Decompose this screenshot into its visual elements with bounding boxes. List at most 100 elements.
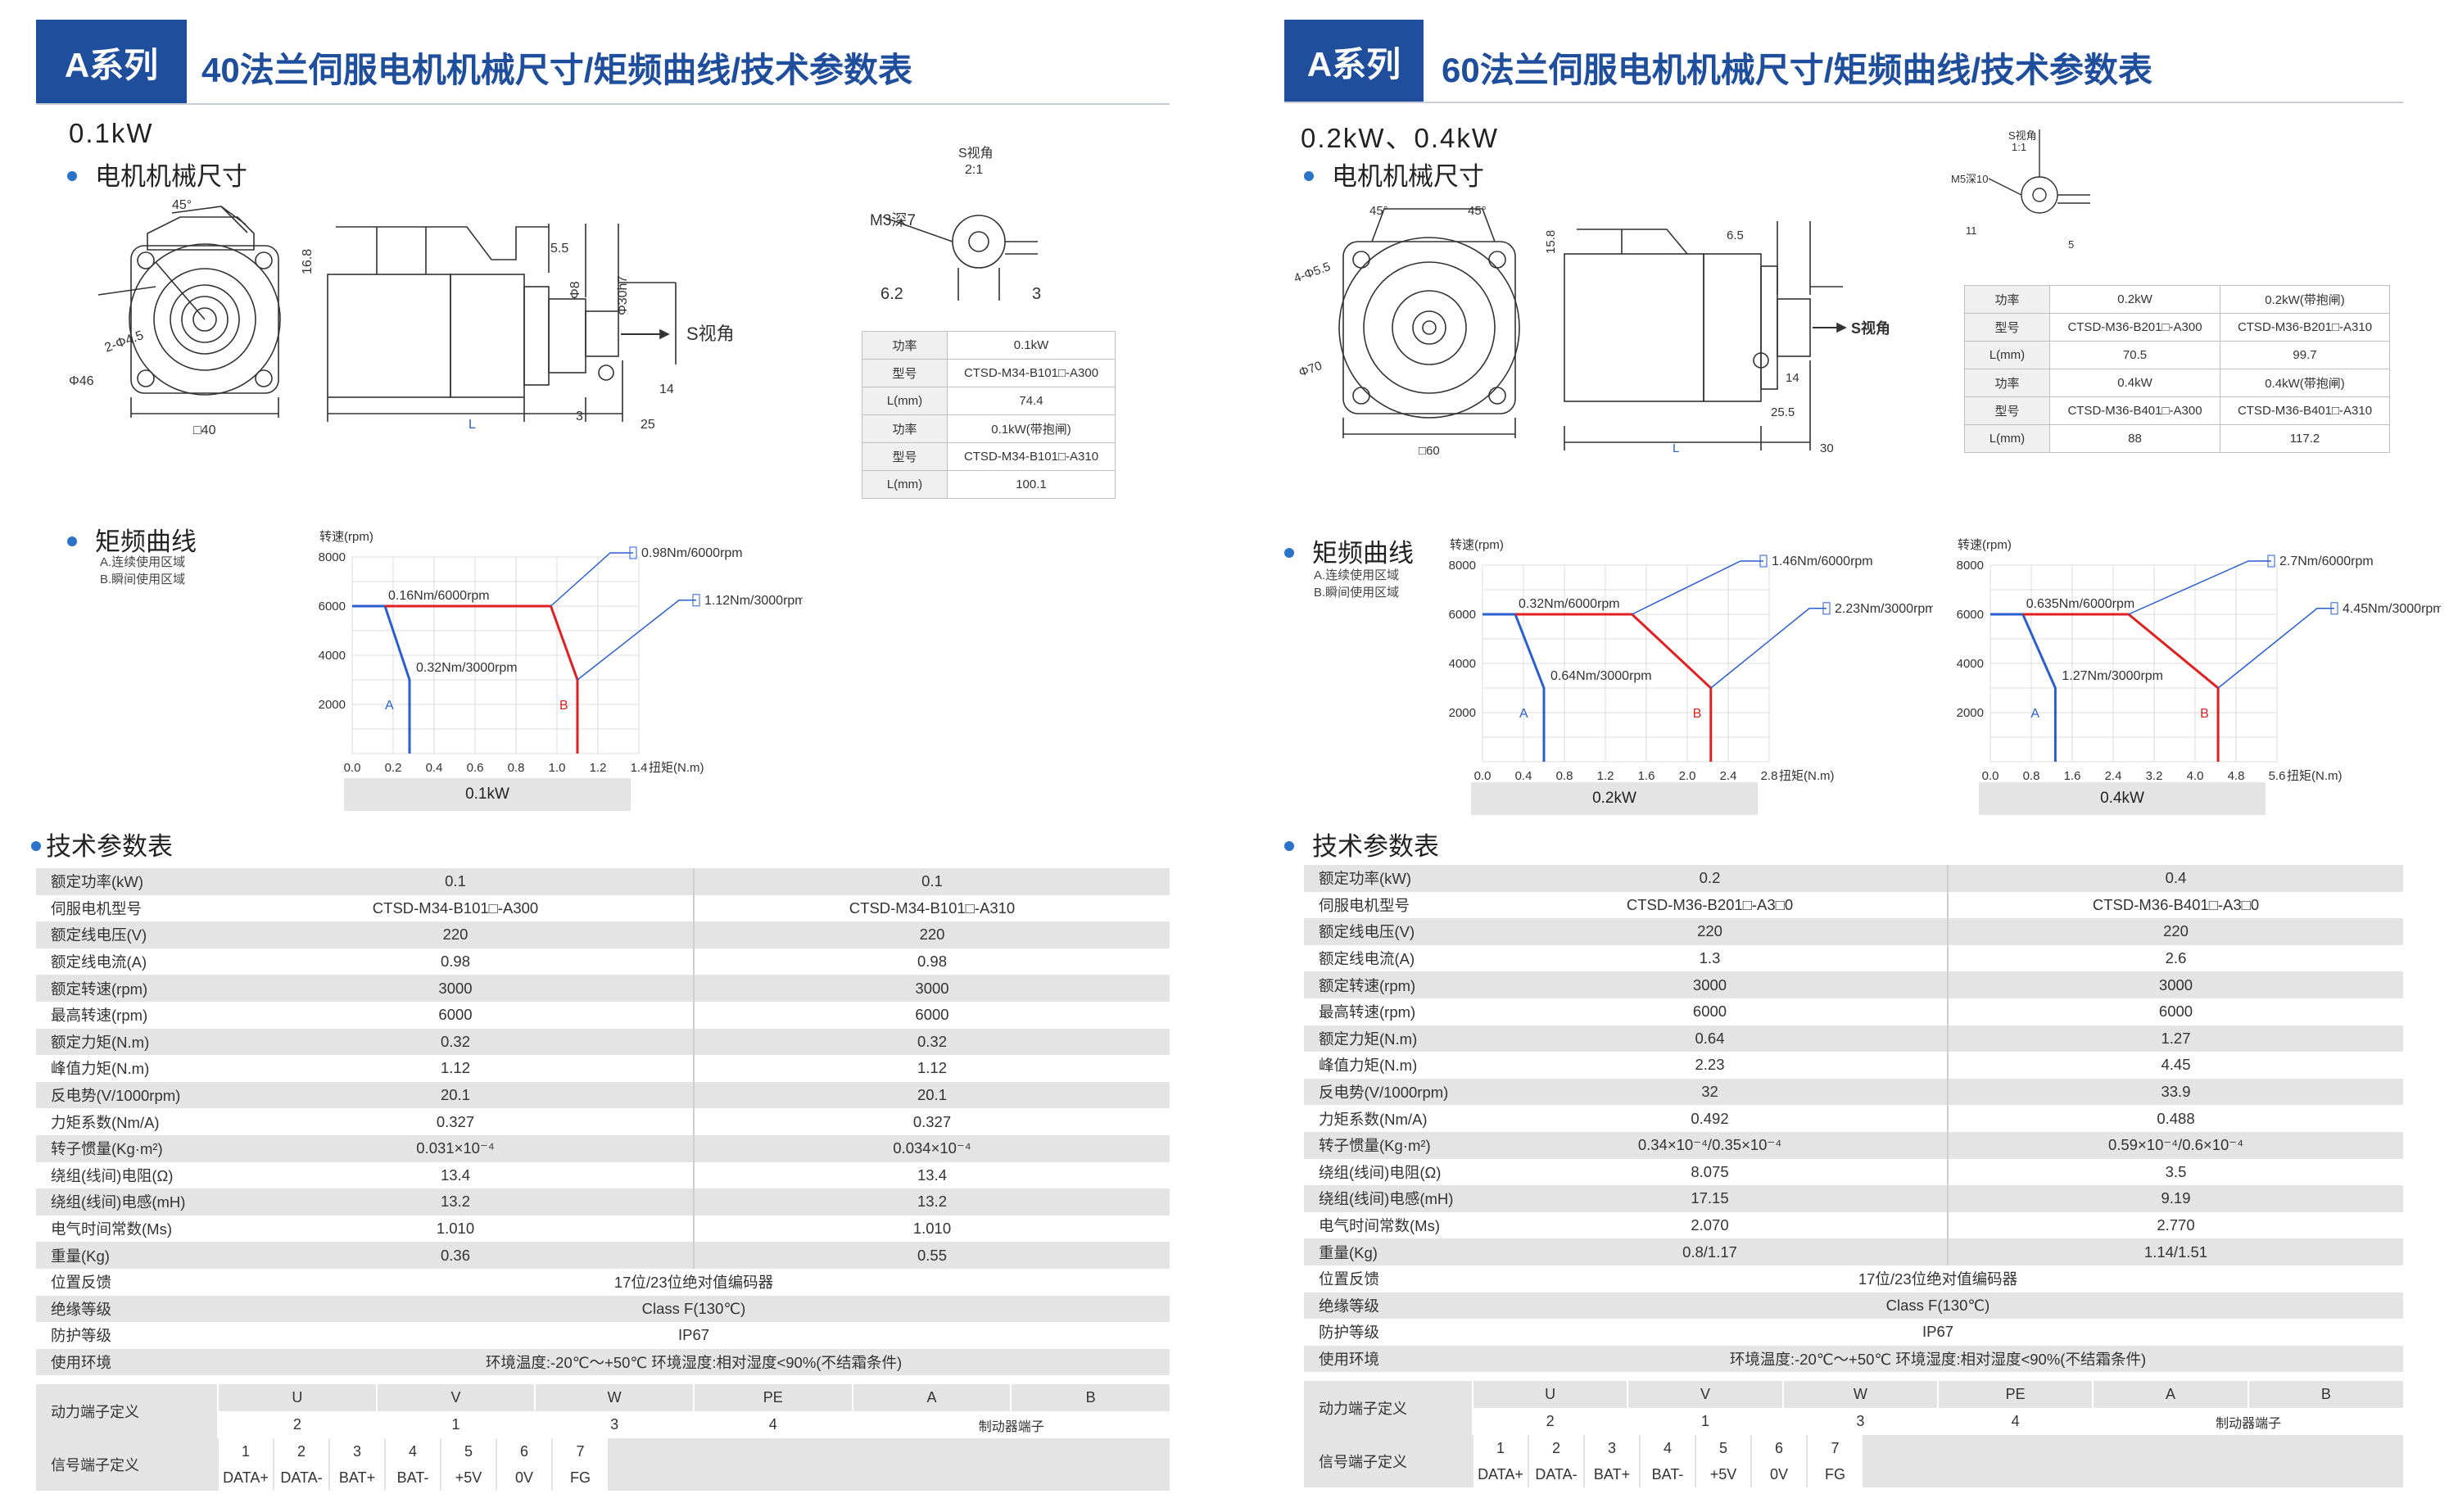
spec-label: 峰值力矩(N.m)	[36, 1055, 218, 1082]
series-label-B: B	[1693, 707, 1702, 721]
drawing-square-label: □60	[1419, 444, 1440, 458]
annotation-label: 1.12Nm/3000rpm	[704, 594, 803, 608]
terminal-pin: 1	[375, 1411, 536, 1438]
spec-value-2: 4.45	[1948, 1052, 2403, 1079]
x-tick-label: 1.2	[590, 761, 607, 775]
signal-pin: 3	[328, 1438, 385, 1464]
spec-value-2: 13.4	[694, 1161, 1170, 1189]
model-table-value: 0.1kW(带抱闸)	[947, 414, 1116, 443]
x-tick-label: 0.4	[426, 761, 443, 775]
terminal-pin: 1	[1627, 1408, 1783, 1435]
x-axis-label: 扭矩(N.m)	[1779, 769, 1835, 783]
spec-value-merged: 17位/23位绝对值编码器	[218, 1268, 1170, 1296]
model-table-value: 0.2kW(带抱闸)	[2220, 285, 2390, 314]
series-line-B	[2022, 613, 2220, 762]
signal-name: BAT-	[384, 1464, 441, 1491]
model-table-key: 型号	[862, 359, 948, 387]
x-tick-label: 1.6	[1638, 769, 1655, 783]
spec-label: 防护等级	[1304, 1319, 1473, 1346]
y-tick-label: 4000	[1449, 657, 1476, 671]
spec-value-2: 1.12	[694, 1055, 1170, 1082]
terminal-name: W	[534, 1384, 694, 1411]
spec-value-2: 1.27	[1948, 1025, 2403, 1053]
spec-label: 反电势(V/1000rpm)	[1304, 1078, 1473, 1106]
spec-value-2: 13.2	[694, 1188, 1170, 1215]
callout-marker	[2330, 602, 2338, 615]
model-table-key: 功率	[1964, 369, 2050, 397]
annotation-label: 1.27Nm/3000rpm	[2062, 669, 2163, 683]
x-tick-label: 0.0	[1982, 769, 1999, 783]
series-line-A	[1990, 613, 2057, 762]
spec-value-1: 0.1	[218, 868, 695, 895]
header-rule-right	[1284, 102, 2403, 103]
callout-line	[577, 600, 696, 681]
signal-terminal-label: 信号端子定义	[1304, 1435, 1473, 1487]
x-tick-label: 4.0	[2187, 769, 2204, 783]
drawing-hole-label: 4-Φ5.5	[1294, 260, 1333, 286]
spec-value-1: 0.64	[1473, 1025, 1949, 1053]
signal-name: BAT-	[1639, 1461, 1695, 1487]
spec-label: 绕组(线间)电感(mH)	[1304, 1185, 1473, 1212]
spec-value-1: 0.327	[218, 1108, 695, 1135]
bullet-icon	[67, 170, 77, 181]
section-dimensions-right: 电机机械尺寸	[1304, 156, 1484, 192]
drawing-dim-14: 14	[659, 383, 674, 396]
spec-label: 绝缘等级	[36, 1295, 218, 1323]
terminal-name: B	[1010, 1384, 1170, 1411]
spec-label: 额定线电压(V)	[1304, 918, 1473, 945]
callout-line	[1710, 608, 1827, 689]
spec-label: 转子惯量(Kg·m²)	[1304, 1131, 1473, 1159]
drawing-dim-d30: Φ30h7	[616, 276, 630, 315]
model-table-key: 型号	[862, 442, 948, 471]
callout-line	[2217, 608, 2334, 689]
drawing-dim-55: 5.5	[550, 242, 568, 256]
spec-label: 电气时间常数(Ms)	[36, 1215, 218, 1243]
x-tick-label: 3.2	[2146, 769, 2163, 783]
signal-name: DATA+	[1472, 1461, 1528, 1487]
terminal-pin: 3	[534, 1411, 694, 1438]
x-tick-label: 2.8	[1761, 769, 1778, 783]
drawing-dia-label: Φ70	[1297, 359, 1324, 380]
spec-label: 力矩系数(Nm/A)	[36, 1108, 218, 1135]
series-label-A: A	[385, 699, 394, 713]
spec-value-1: 2.070	[1473, 1211, 1949, 1239]
spec-value-1: 1.3	[1473, 944, 1949, 972]
terminal-name: A	[2092, 1381, 2248, 1408]
spec-label: 额定转速(rpm)	[1304, 971, 1473, 998]
spec-label: 重量(Kg)	[1304, 1238, 1473, 1265]
detail-view-left: S视角 2:1 M3深7 6.2 3	[870, 146, 1041, 303]
spec-value-merged: 17位/23位绝对值编码器	[1473, 1265, 2403, 1292]
model-table-value: CTSD-M34-B101□-A310	[947, 442, 1116, 471]
model-table-value: 88	[2049, 424, 2220, 453]
spec-value-2: CTSD-M34-B101□-A310	[694, 894, 1170, 922]
section-curve-label: 矩频曲线	[1312, 539, 1414, 568]
callout-marker	[692, 594, 700, 607]
spec-value-2: 0.034×10⁻⁴	[694, 1134, 1170, 1162]
x-tick-label: 1.6	[2064, 769, 2081, 783]
annotation-label: 1.46Nm/6000rpm	[1772, 555, 1873, 568]
signal-pin: 2	[1528, 1435, 1584, 1461]
spec-value-2: CTSD-M36-B401□-A3□0	[1948, 891, 2403, 919]
series-line-B	[385, 604, 579, 754]
bullet-icon	[1284, 840, 1294, 851]
spec-value-1: 220	[1473, 918, 1949, 945]
drawing-square-label: □40	[193, 423, 216, 437]
